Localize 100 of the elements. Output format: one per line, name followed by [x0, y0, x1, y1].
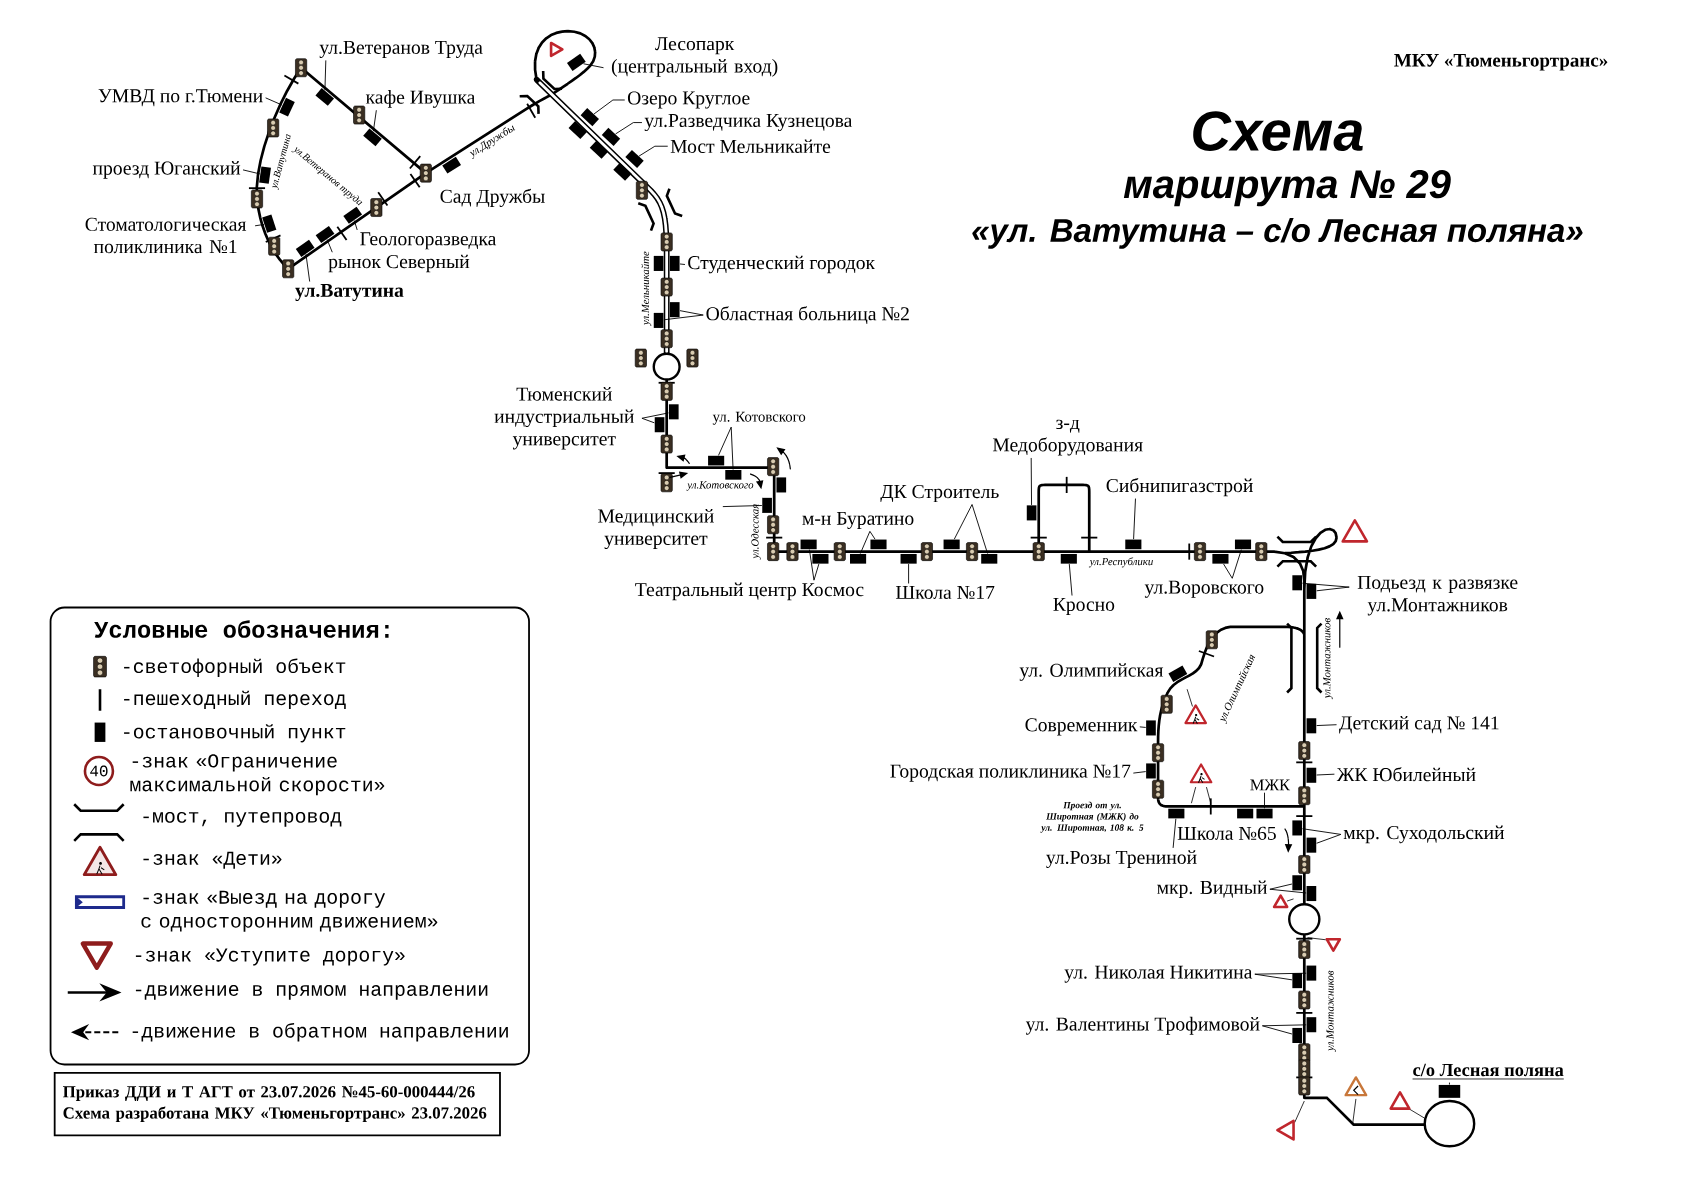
stop-name: ул.Ватутина	[295, 284, 404, 302]
stop-name: Сад Дружбы	[440, 188, 545, 208]
title: Схема	[1193, 111, 1363, 152]
stop-name: ул. Котовского	[712, 412, 806, 425]
stop-name: Тюменский индустриальный университет	[494, 387, 634, 450]
stop-marker	[1292, 875, 1303, 891]
leader-line	[593, 99, 626, 115]
leader-line	[305, 254, 311, 283]
leader-line	[265, 97, 283, 106]
stop-name: ул. Николая Никитина	[1064, 965, 1253, 983]
legend-text: -светофорный объект	[124, 658, 346, 678]
stop-marker	[1306, 1017, 1317, 1033]
stop-marker	[1168, 665, 1188, 683]
stop-marker	[315, 88, 334, 107]
stop-name: проезд Юганский	[92, 161, 241, 179]
stop-name: ул.Ветеранов Труда	[319, 41, 483, 59]
stop-marker	[1306, 965, 1317, 981]
stop-marker	[776, 477, 787, 493]
legend-title: Условные обозначения:	[94, 620, 389, 639]
stop-marker	[1306, 837, 1317, 853]
stop-marker	[1237, 808, 1254, 819]
leader-line	[1316, 773, 1335, 776]
leader-line	[641, 418, 655, 424]
stop-name: Областная больница №2	[706, 306, 909, 325]
stop-marker	[943, 539, 960, 550]
stop-marker	[1125, 539, 1142, 550]
stop-marker	[1234, 539, 1252, 550]
stop-marker	[442, 157, 461, 174]
legend-text: -знак «Уступите дорогу»	[135, 948, 405, 966]
leader-line	[730, 426, 734, 471]
leader-line	[254, 224, 265, 227]
stop-marker	[343, 206, 363, 225]
note-box: Приказ ДДИ и Т АГТ от 23.07.2026 №45-60-000444/26 Схема разработана МКУ «Тюменьгортранс» 23.07.2026	[53, 1072, 501, 1137]
stop-name: Современник	[1025, 718, 1138, 736]
stop-marker	[568, 121, 587, 140]
leader-line	[615, 122, 643, 135]
stop-name: Школа №65	[1177, 826, 1276, 841]
stop-marker	[653, 313, 664, 329]
stop-marker	[668, 404, 679, 420]
leader-line	[1316, 724, 1337, 727]
stop-marker	[1292, 973, 1303, 989]
leader-line	[1139, 726, 1147, 729]
stop-marker	[580, 108, 599, 127]
stop-marker	[762, 498, 772, 514]
stop-name: ул. Олимпийская	[1019, 663, 1164, 682]
leader-line	[638, 146, 669, 157]
stop-name: ДК Строитель	[880, 485, 999, 503]
leader-line	[1223, 563, 1233, 579]
leader-line	[1261, 1025, 1293, 1035]
stop-name: Озеро Круглое	[627, 91, 750, 109]
leader-line	[1172, 818, 1177, 849]
stop-marker	[669, 256, 680, 272]
legend-text: -знак «Выезд на дорогу с односторонним движением»	[141, 890, 438, 932]
stop-marker	[1026, 505, 1037, 521]
leader-line	[242, 169, 261, 175]
stop-marker	[1292, 820, 1303, 836]
stop-name: Мост Мельникайте	[670, 139, 831, 154]
stop-marker	[589, 140, 609, 160]
leader-line	[1132, 771, 1147, 774]
stop-marker	[653, 256, 664, 272]
stop-name: Школа №17	[895, 586, 995, 600]
leader-line	[326, 239, 333, 253]
stop-marker	[812, 554, 829, 564]
stop-marker	[1438, 1085, 1461, 1099]
leader-line	[1254, 973, 1307, 975]
leader-line	[1254, 973, 1293, 981]
legend-text: -остановочный пункт	[124, 724, 346, 743]
legend-text: -движение в обратном направлении	[132, 1023, 508, 1042]
stop-marker	[981, 554, 998, 564]
stop-marker	[1146, 763, 1156, 779]
stop-marker	[279, 98, 295, 117]
leader-line	[859, 531, 871, 555]
street-name: ул.Котовского	[686, 481, 754, 491]
street-name: ул.Монтажников	[1323, 618, 1333, 700]
leader-line	[869, 531, 876, 540]
leader-line	[1316, 586, 1350, 592]
stop-marker	[259, 166, 271, 185]
stop-marker	[725, 470, 742, 480]
leader-line	[808, 549, 815, 581]
street-name: ул.Мельникайте	[641, 251, 652, 327]
stop-marker	[363, 128, 382, 147]
stop-name: з-д Медоборудования	[992, 419, 1143, 456]
leader-line	[813, 563, 820, 581]
leader-line	[663, 314, 704, 321]
stop-marker	[708, 456, 725, 466]
subtitle: маршрута № 29	[1123, 170, 1451, 207]
stop-marker	[1306, 718, 1317, 734]
stop-name: с/о Лесная поляна	[1412, 1064, 1565, 1080]
stop-marker	[1060, 554, 1077, 564]
stop-marker	[1146, 720, 1156, 736]
stop-marker	[1306, 584, 1317, 600]
leader-line	[1302, 828, 1342, 836]
stop-marker	[1306, 767, 1317, 783]
legend-text: -пешеходный переход	[124, 691, 346, 710]
leader-line	[353, 220, 358, 231]
leader-line	[679, 310, 704, 316]
stop-name: Детский сад № 141	[1339, 716, 1499, 734]
stop-marker	[601, 128, 621, 147]
stop-marker	[850, 554, 867, 564]
stop-name: ул.Разведчика Кузнецова	[644, 114, 853, 132]
